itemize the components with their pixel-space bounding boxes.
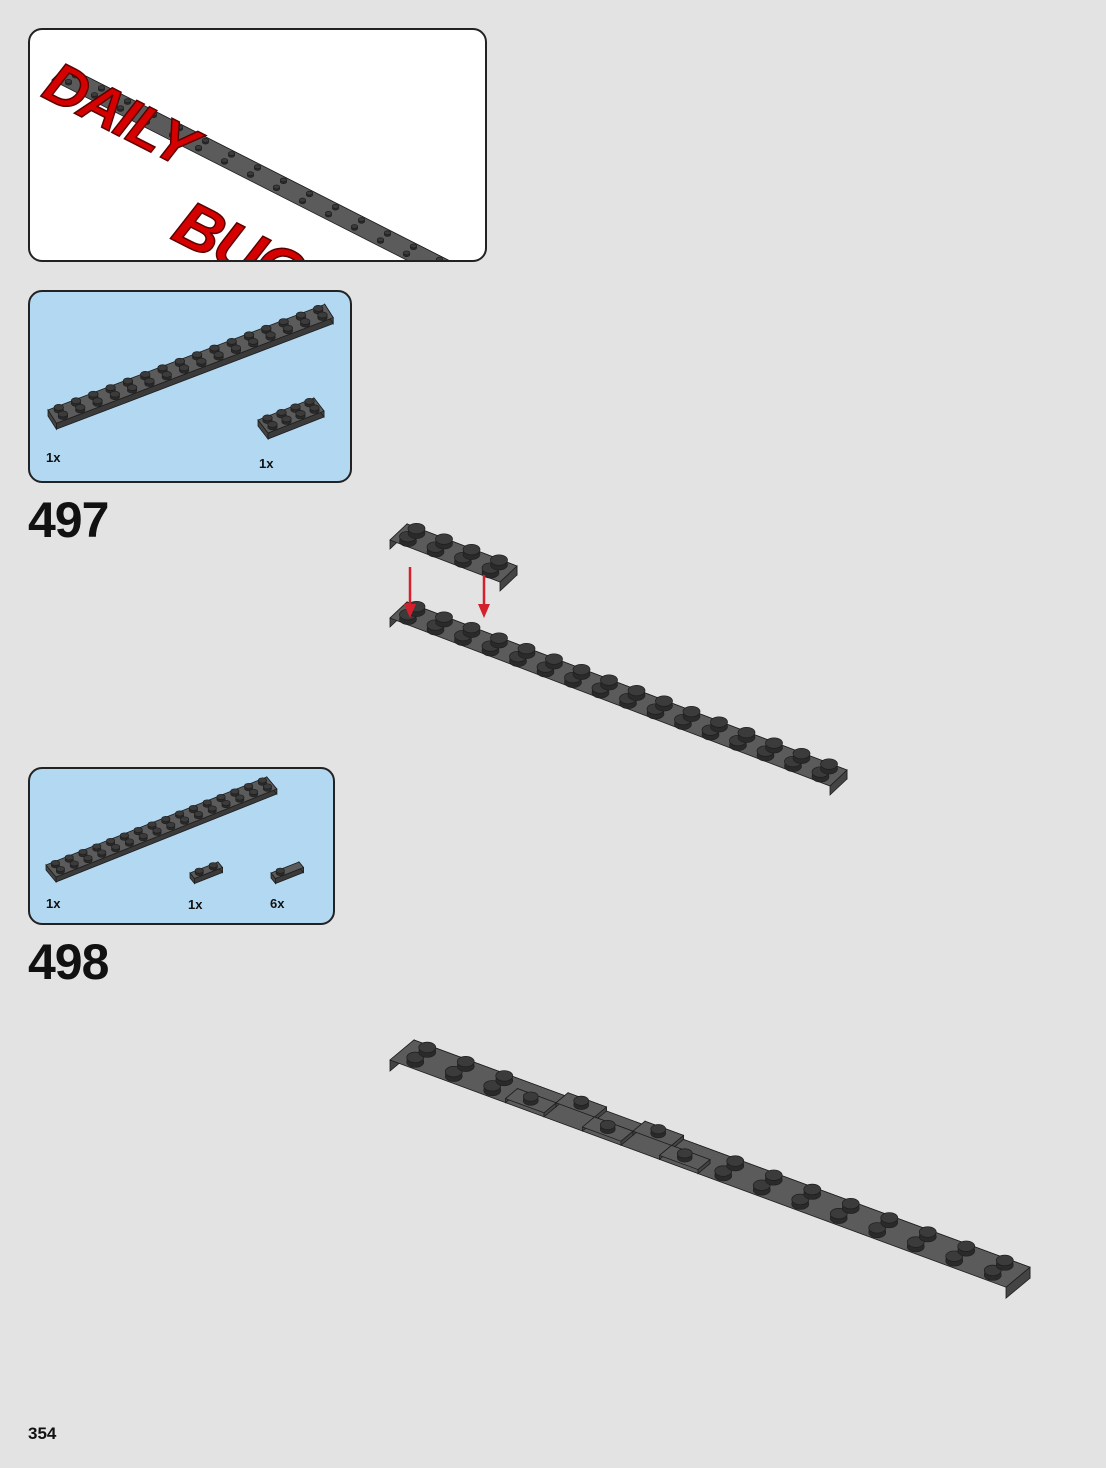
jumper-plate [632, 1120, 685, 1151]
sign-base [51, 65, 450, 260]
step-497-build-image [389, 522, 848, 796]
part-quantity: 1x [46, 896, 61, 911]
part-quantity: 1x [259, 456, 274, 471]
part-quantity: 6x [270, 896, 285, 911]
daily-bugle-sign-image: DAILY BUGLE [33, 49, 450, 260]
parts-list-step-497: 1x 1x [28, 290, 352, 483]
step-number: 498 [28, 934, 109, 990]
step-498-build-image [389, 1039, 1031, 1300]
model-preview-panel: DAILY BUGLE [28, 28, 487, 262]
part-quantity: 1x [188, 897, 203, 912]
sign-word-daily: DAILY [34, 49, 212, 183]
jumper-plate [581, 1116, 634, 1147]
parts-images [45, 775, 305, 885]
placement-arrows [404, 567, 490, 618]
jumper-plate [658, 1144, 711, 1175]
plate-2x4-part-image [257, 396, 325, 441]
page-number: 354 [28, 1424, 57, 1443]
plate-2x16-part-image [47, 303, 334, 441]
jumper-plate [555, 1091, 608, 1122]
part-quantity: 1x [46, 450, 61, 465]
step-number: 497 [28, 492, 109, 548]
parts-list-step-498: 1x 1x 6x [28, 767, 335, 925]
